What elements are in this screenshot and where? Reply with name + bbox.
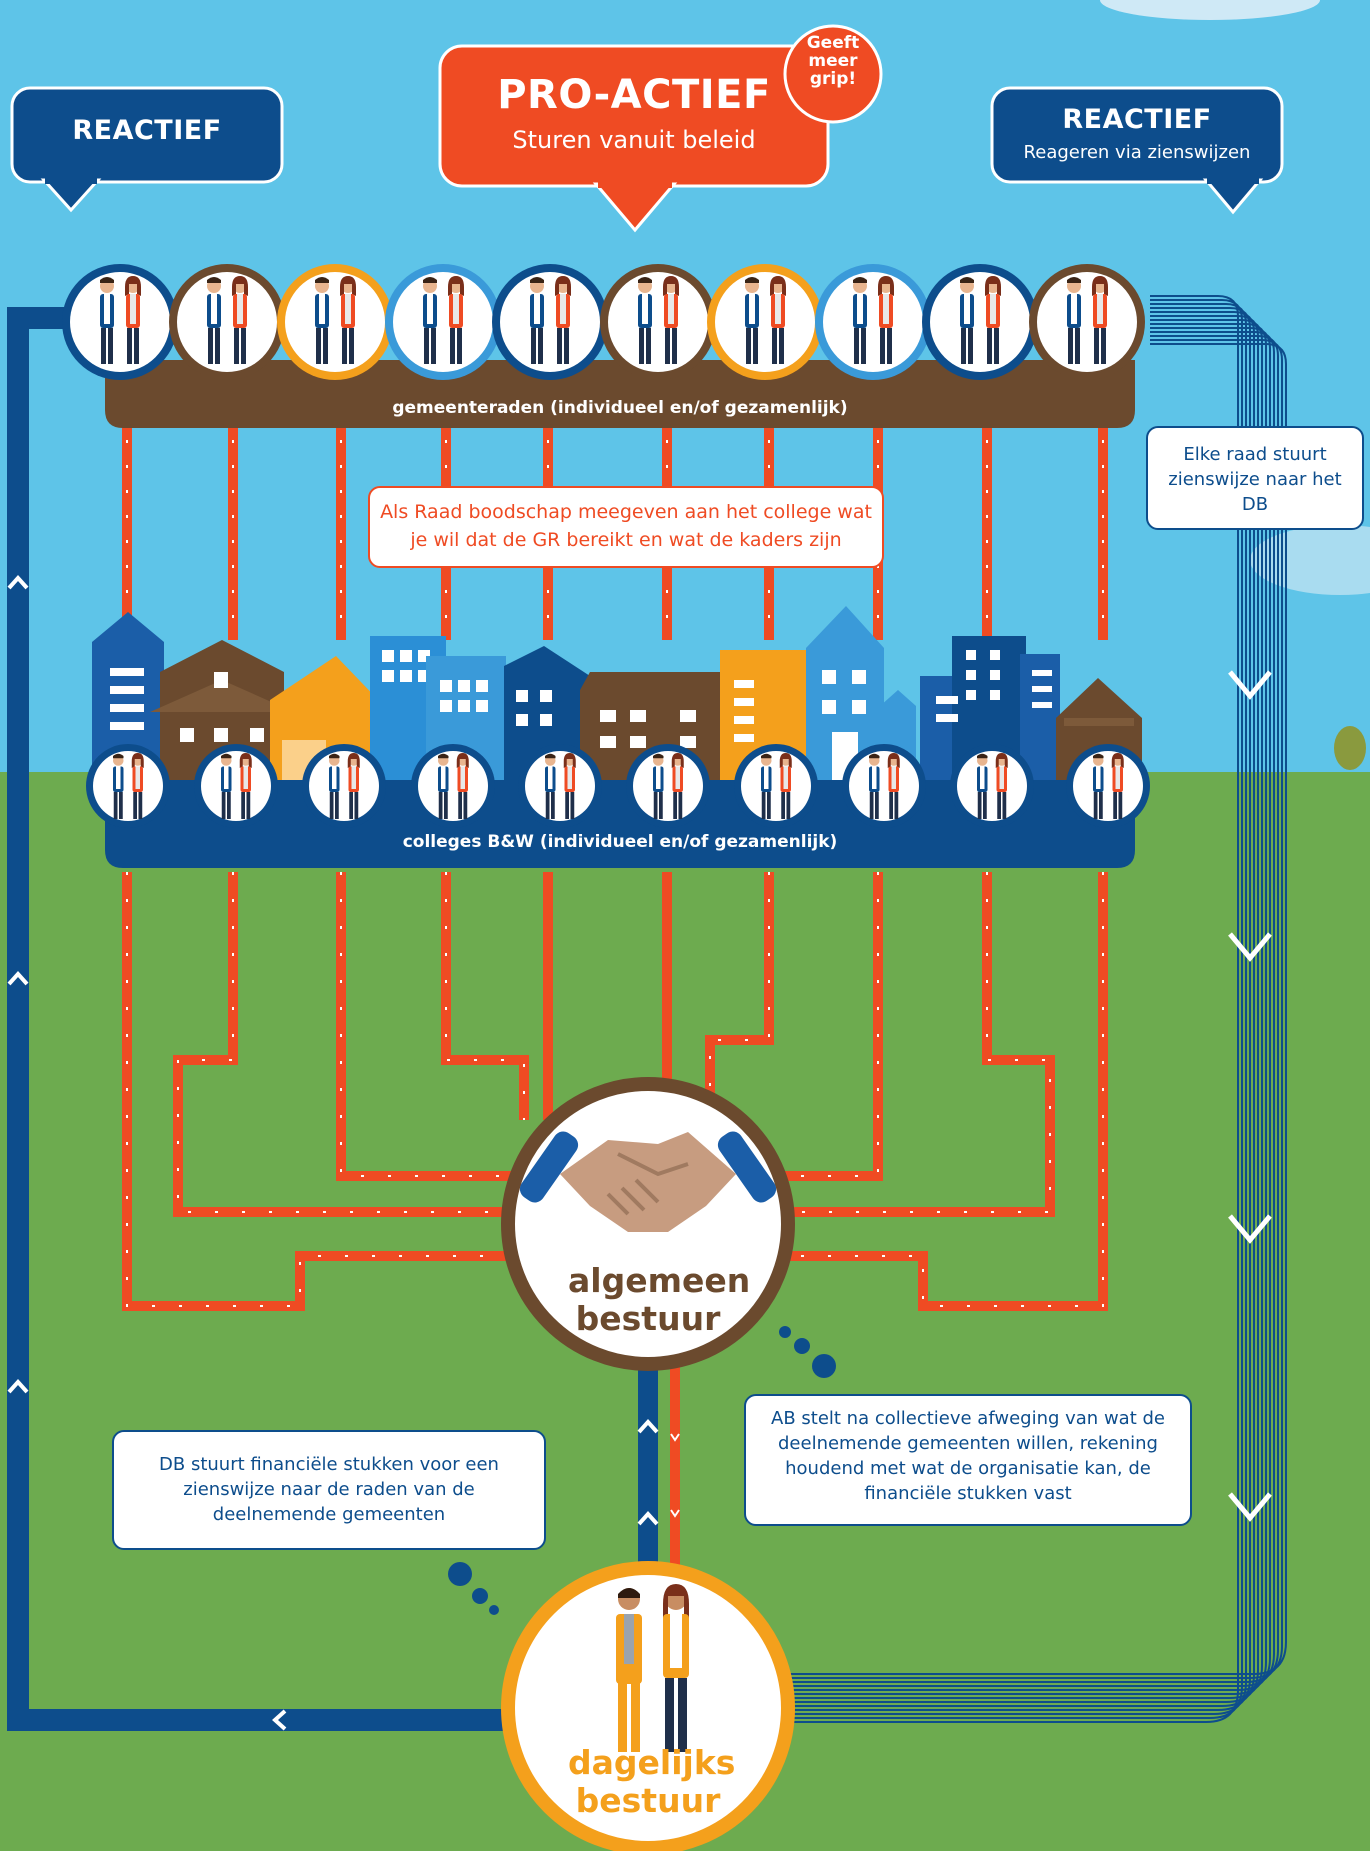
ab-db-connector	[637, 1360, 680, 1600]
council-pair-icon	[169, 264, 285, 380]
zienswijze-lines-right	[780, 295, 1287, 1723]
council-pair-icon	[707, 264, 823, 380]
pro-actief-subtitle: Sturen vanuit beleid	[512, 126, 756, 154]
college-pair-icon	[626, 744, 710, 828]
college-pair-icon	[950, 744, 1034, 828]
reactief-right-subtitle: Reageren via zienswijzen	[1023, 142, 1251, 163]
gemeenteraden-label: gemeenteraden (individueel en/of gezamen…	[392, 398, 848, 418]
college-pair-icon	[86, 744, 170, 828]
reactief-right-title: REACTIEF	[1062, 104, 1212, 135]
council-pair-icon	[1029, 264, 1145, 380]
colleges-label: colleges B&W (individueel en/of gezamenl…	[402, 832, 838, 852]
handshake-icon	[519, 1131, 777, 1232]
tree-icon	[1334, 726, 1366, 770]
college-pair-icon	[194, 744, 278, 828]
council-pair-icon	[277, 264, 393, 380]
cloud-top-right	[1100, 0, 1320, 20]
db-members-icon	[616, 1584, 689, 1752]
college-pair-icon	[1066, 744, 1150, 828]
college-pair-icon	[302, 744, 386, 828]
college-pair-icon	[734, 744, 818, 828]
reactief-left-title: REACTIEF	[72, 115, 222, 146]
ab-thought-dots	[779, 1326, 836, 1378]
council-pair-icon	[492, 264, 608, 380]
council-pair-icon	[922, 264, 1038, 380]
db-stuurt-callout: DB stuurt financiële stukken voor een zi…	[112, 1430, 546, 1550]
db-thought-dots	[448, 1562, 499, 1615]
council-pair-icon	[815, 264, 931, 380]
college-pair-icon	[842, 744, 926, 828]
dagelijks-bestuur-circle	[501, 1561, 795, 1851]
algemeen-bestuur-label: algemeen bestuur	[568, 1261, 751, 1338]
geeft-meer-grip-badge	[783, 24, 883, 124]
geeft-meer-grip-text: Geeft meer grip!	[806, 33, 860, 89]
council-pair-icon	[600, 264, 716, 380]
council-pair-icon	[62, 264, 178, 380]
ab-stelt-callout: AB stelt na collectieve afweging van wat…	[744, 1394, 1192, 1526]
pro-actief-title: PRO-ACTIEF	[497, 72, 771, 118]
college-pair-icon	[411, 744, 495, 828]
elke-raad-callout: Elke raad stuurt zienswijze naar het DB	[1146, 426, 1364, 530]
college-pair-icon	[518, 744, 602, 828]
college-members-row	[86, 744, 1150, 828]
dagelijks-bestuur-label: dagelijks bestuur	[568, 1743, 736, 1820]
council-members-row	[62, 264, 1145, 380]
reactief-right-label	[990, 86, 1284, 215]
reactief-left-label	[10, 86, 284, 213]
cloud-right	[1250, 525, 1370, 595]
bundle-chevrons	[1228, 670, 1272, 1522]
council-pair-icon	[385, 264, 501, 380]
raad-boodschap-callout: Als Raad boodschap meegeven aan het coll…	[368, 486, 884, 568]
college-to-ab-dashes	[126, 872, 1104, 1307]
